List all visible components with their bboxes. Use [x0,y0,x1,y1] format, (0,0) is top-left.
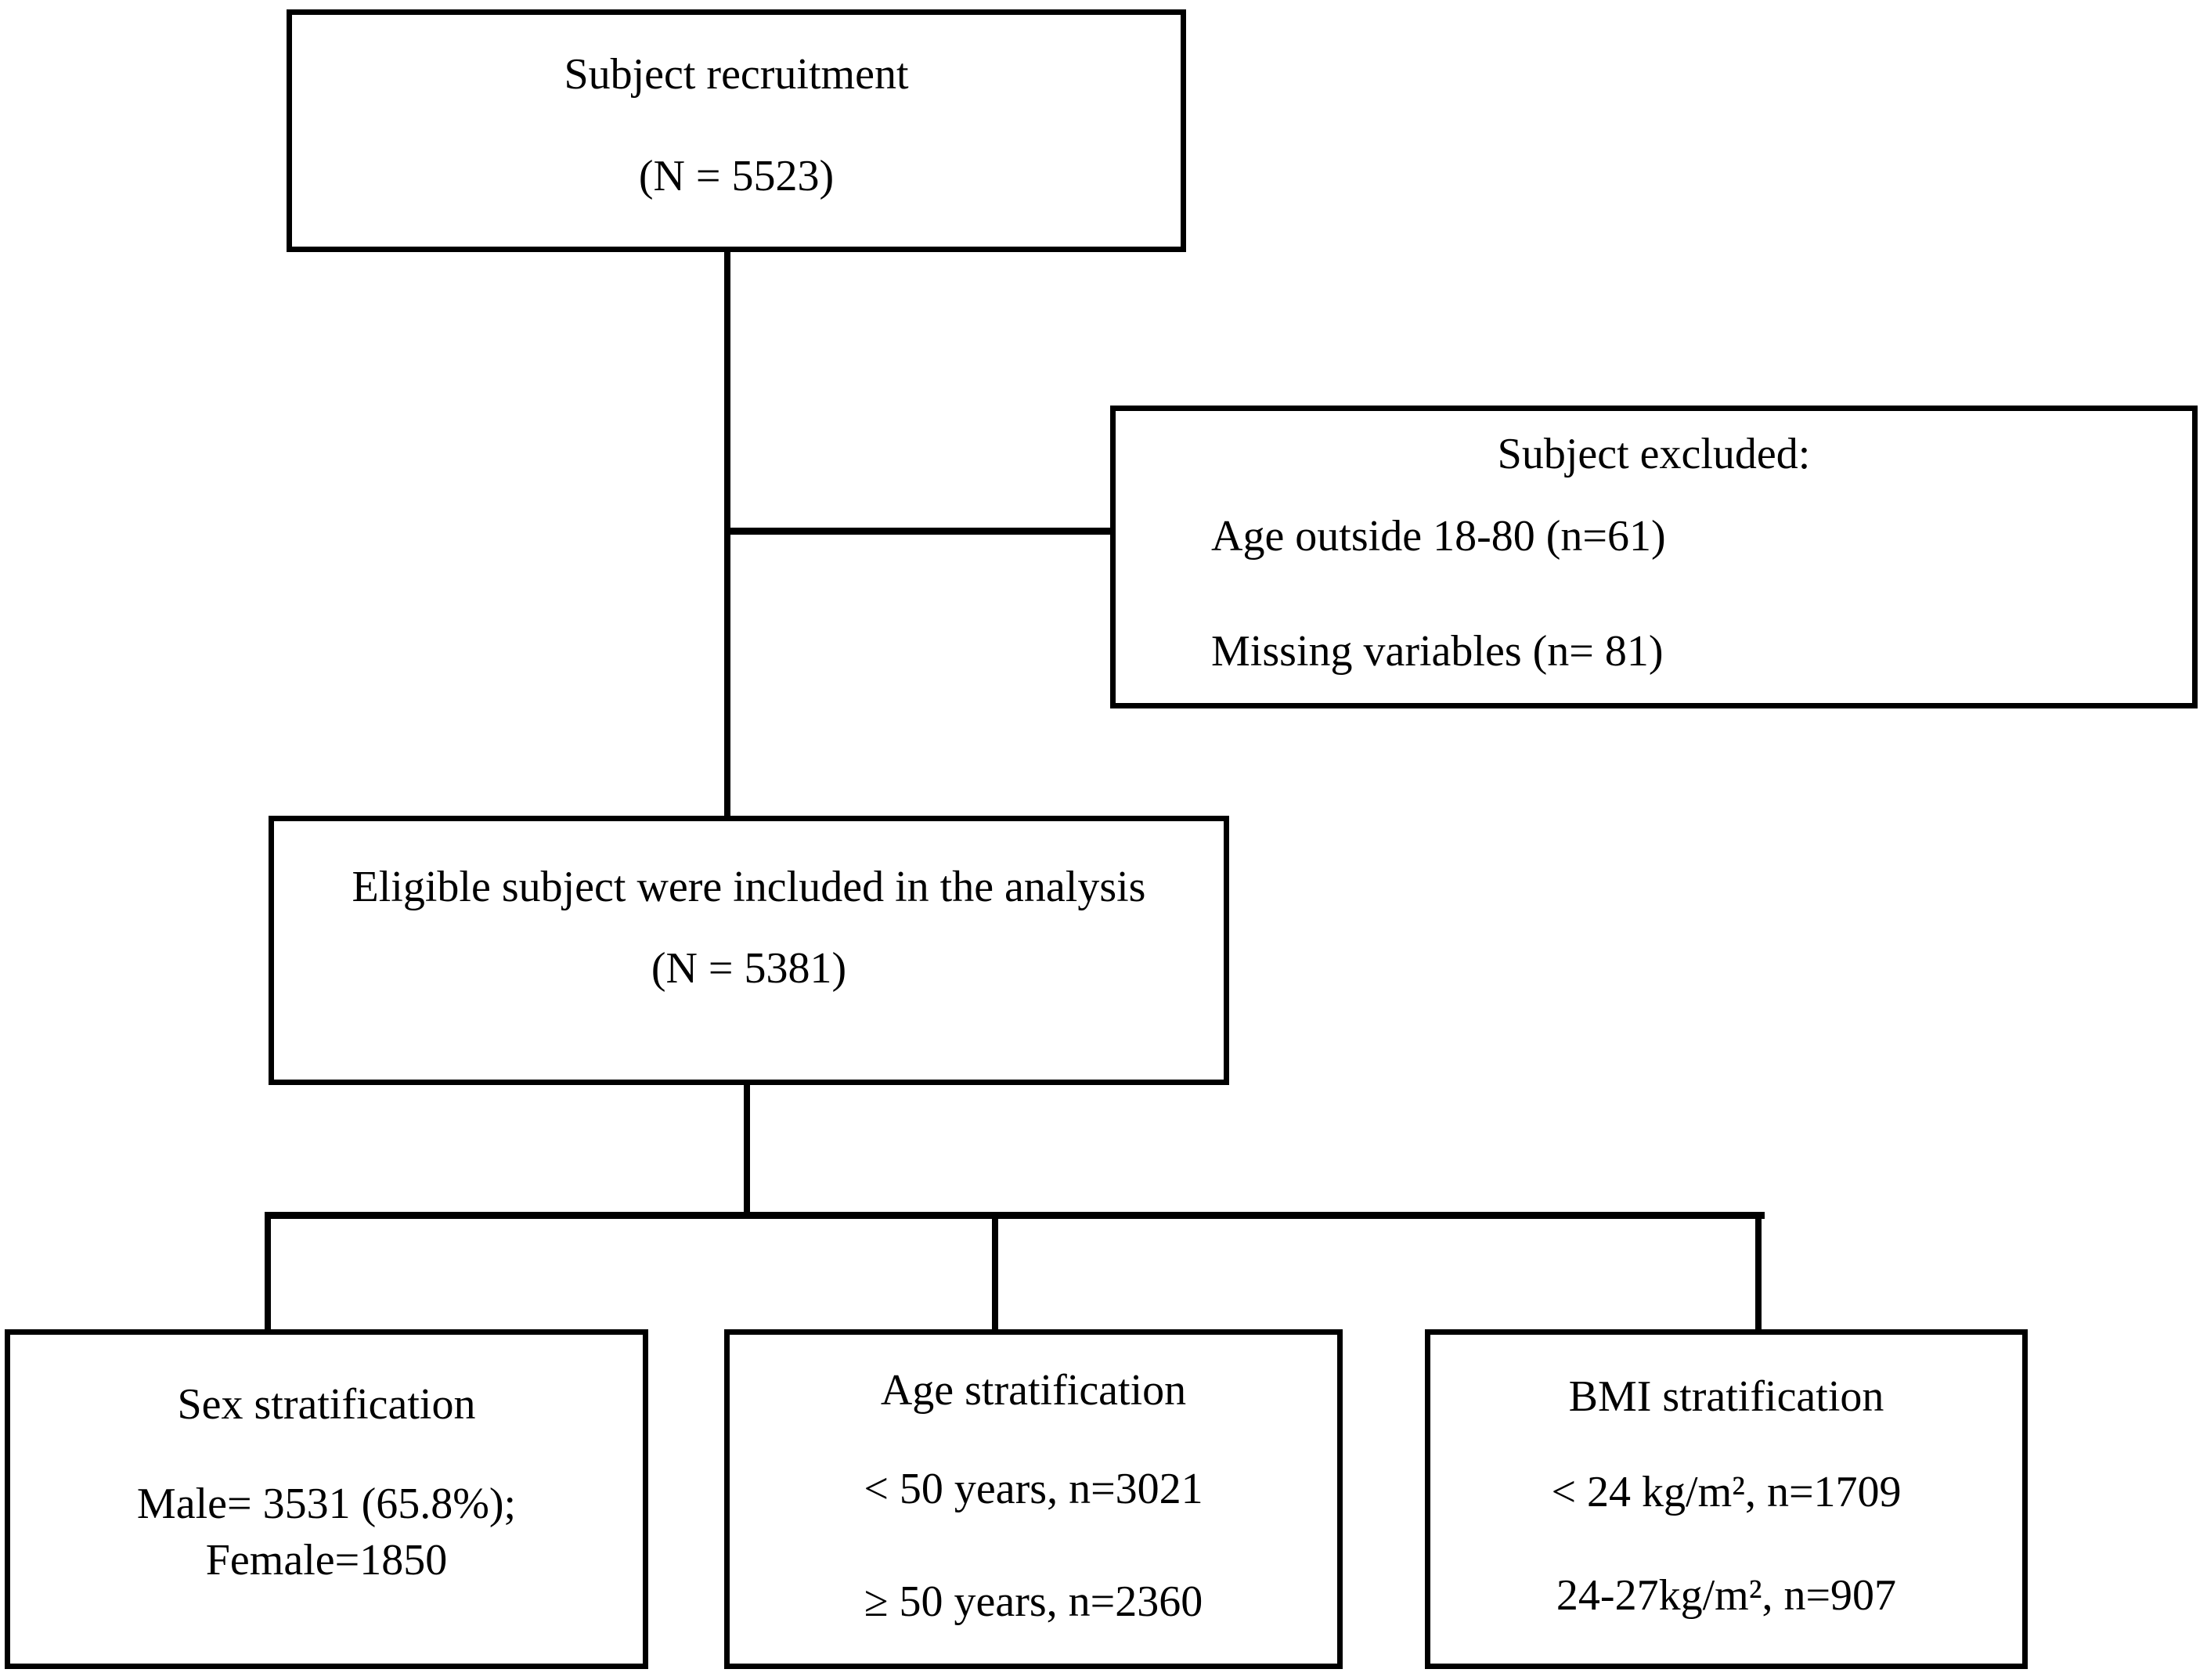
excluded-box: Subject excluded: Age outside 18-80 (n=6… [1110,406,2198,708]
connector-branch-to-sex [265,1215,271,1332]
connector-eligible-to-branch [744,1085,750,1218]
connector-branch-to-age [992,1215,998,1332]
age-stratification-box: Age stratification < 50 years, n=3021 ≥ … [724,1329,1343,1669]
excluded-item-age: Age outside 18-80 (n=61) [1211,512,1666,561]
sex-female-value: Female=1850 [205,1536,448,1584]
age-under50-value: < 50 years, n=3021 [864,1465,1203,1513]
excluded-item-missing: Missing variables (n= 81) [1211,627,1664,676]
connector-recruitment-to-eligible [724,252,730,819]
sex-title: Sex stratification [177,1380,476,1429]
eligible-box: Eligible subject were included in the an… [269,816,1229,1085]
eligible-count: (N = 5381) [651,944,847,993]
connector-branch-to-bmi [1755,1215,1762,1332]
sex-values: Male= 3531 (65.8%); Female=1850 [137,1476,516,1588]
recruitment-count: (N = 5523) [638,152,835,200]
sex-male-value: Male= 3531 (65.8%); [136,1480,517,1528]
bmi-24to27-value: 24-27kg/m², n=907 [1556,1571,1897,1620]
excluded-title: Subject excluded: [1497,430,1811,478]
connector-to-excluded-box [724,528,1116,535]
bmi-title: BMI stratification [1568,1372,1884,1421]
bmi-stratification-box: BMI stratification < 24 kg/m², n=1709 24… [1425,1329,2028,1669]
age-over50-value: ≥ 50 years, n=2360 [864,1577,1203,1626]
sex-stratification-box: Sex stratification Male= 3531 (65.8%); F… [5,1329,648,1669]
branch-distributor-line [265,1212,1765,1219]
recruitment-title: Subject recruitment [564,50,909,99]
eligible-title: Eligible subject were included in the an… [352,863,1146,911]
bmi-under24-value: < 24 kg/m², n=1709 [1551,1468,1902,1516]
age-title: Age stratification [880,1366,1187,1415]
recruitment-box: Subject recruitment (N = 5523) [287,9,1186,252]
